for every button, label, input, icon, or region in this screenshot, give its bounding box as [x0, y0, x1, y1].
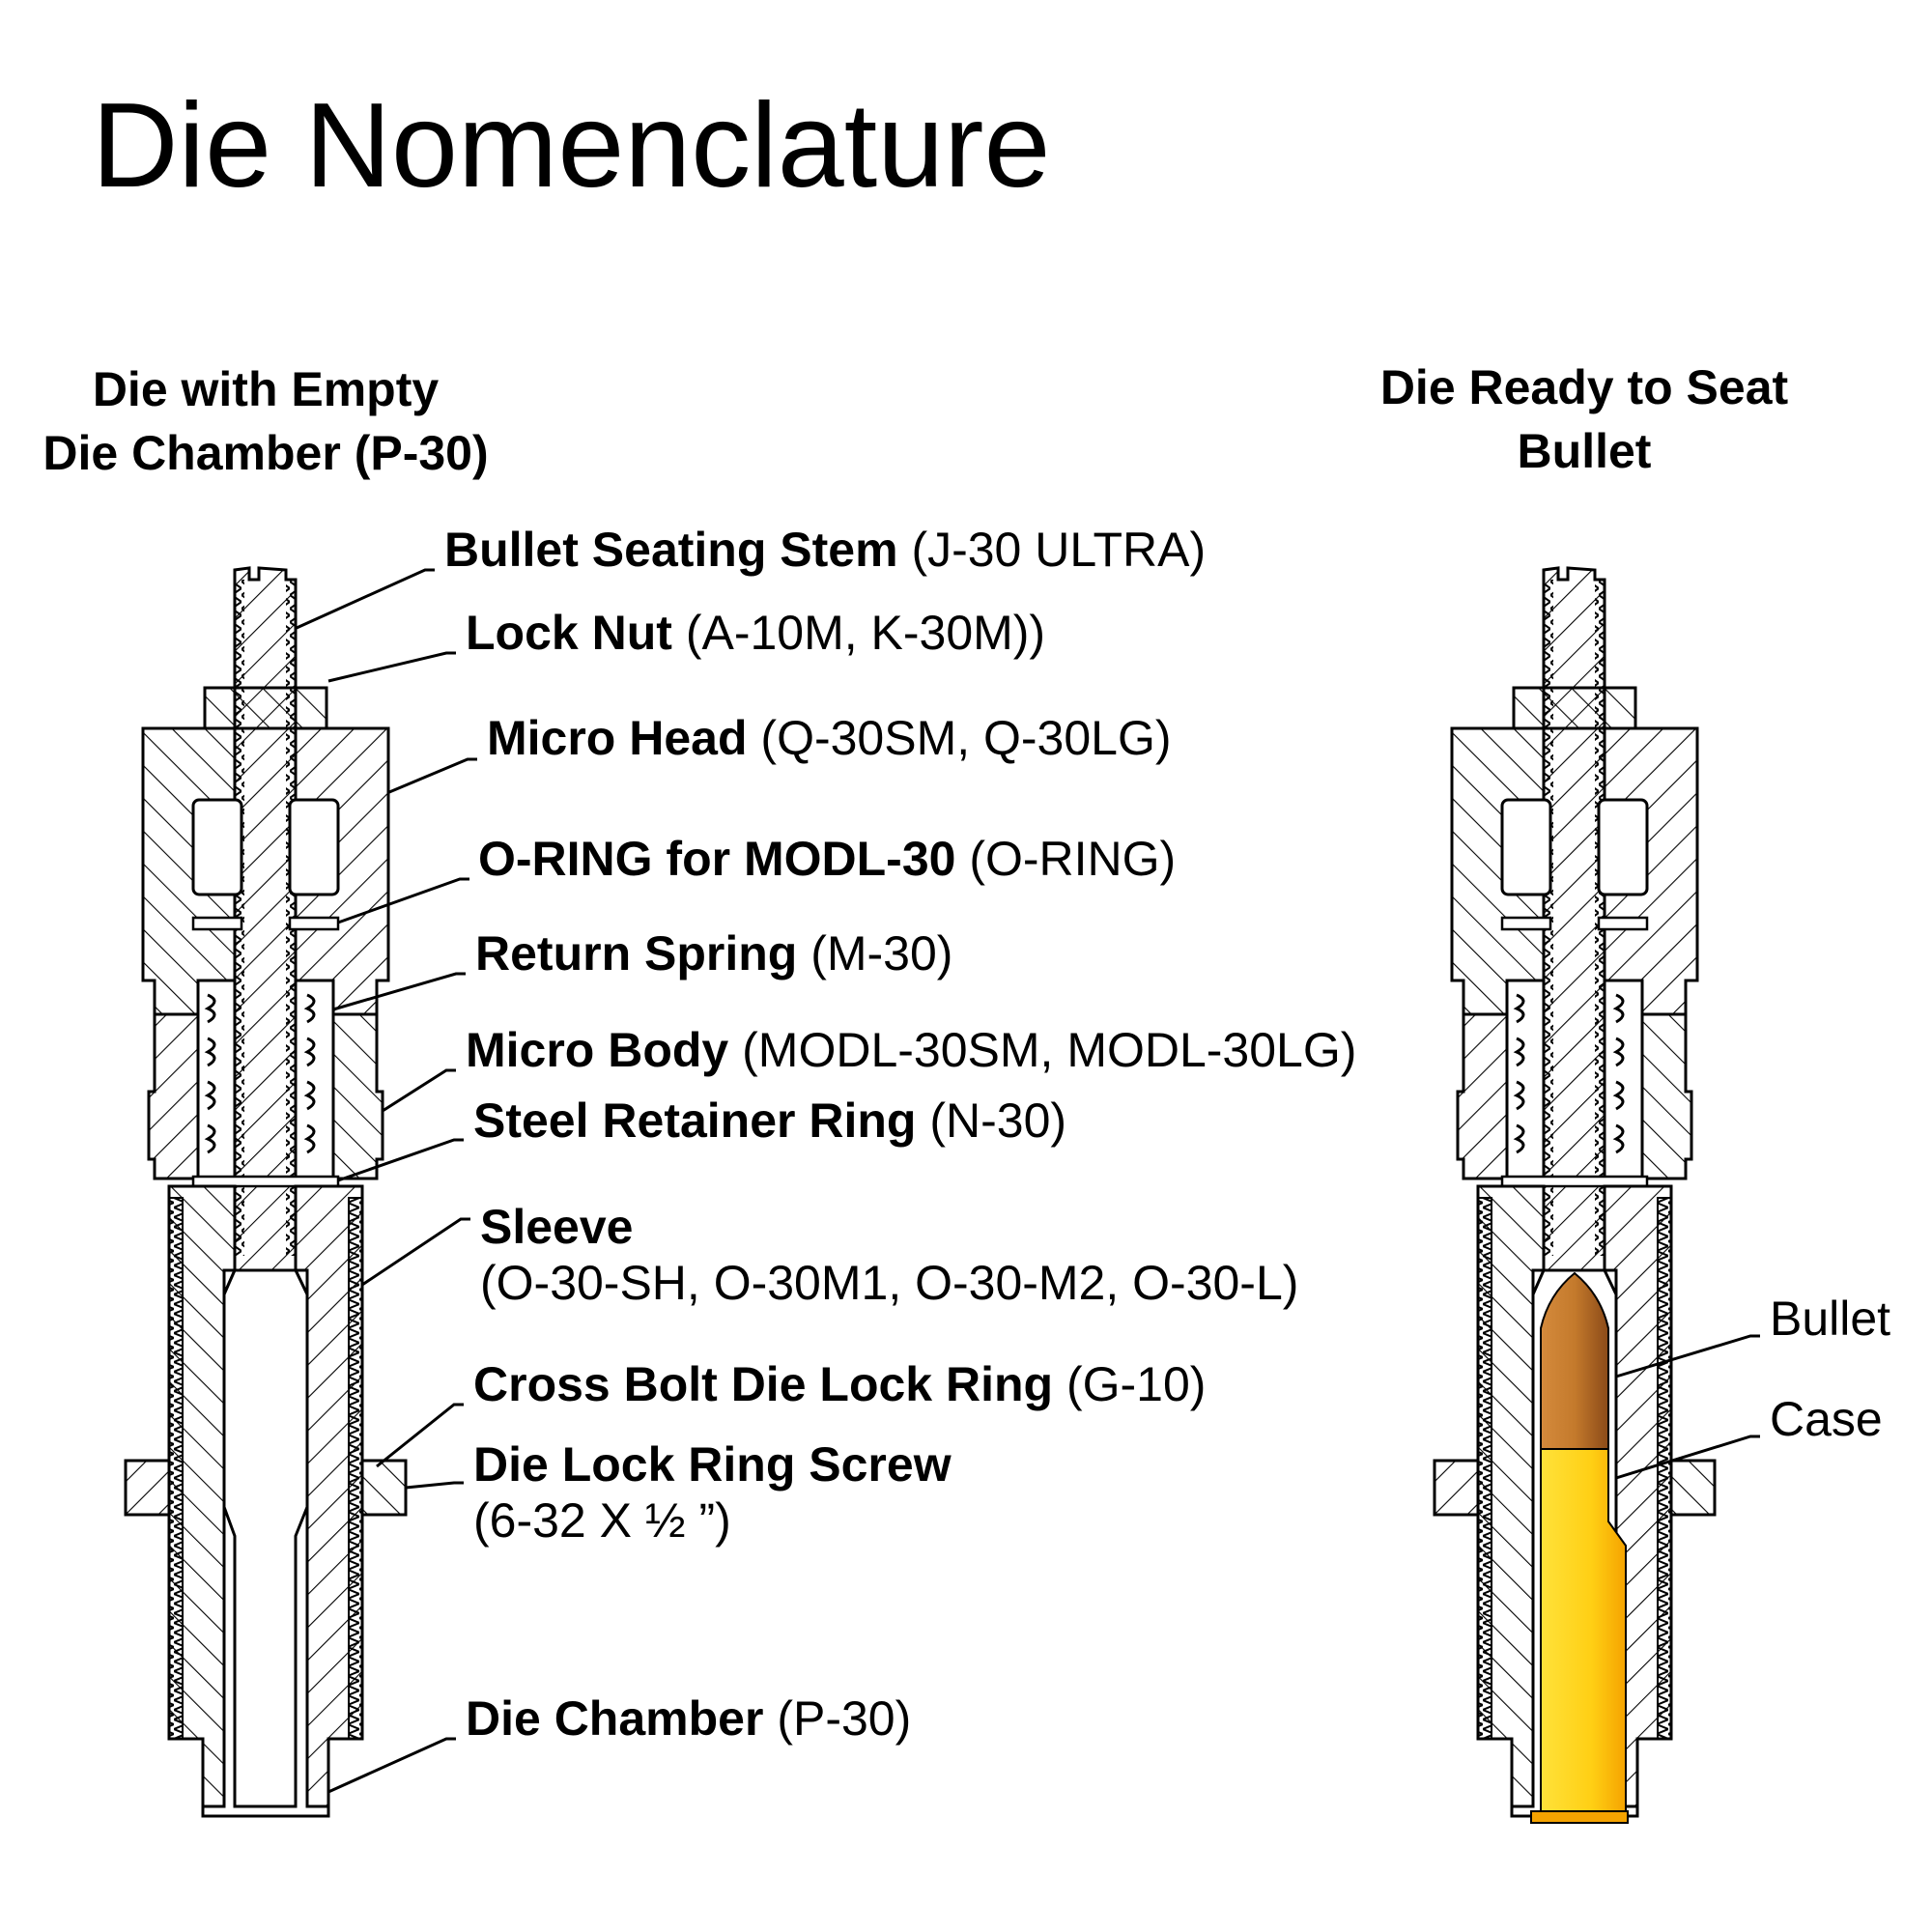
callout-part: (6-32 X ½ ”) — [473, 1493, 731, 1548]
right-diagram-heading: Die Ready to Seat Bullet — [1343, 355, 1826, 483]
callout-name: Cross Bolt Die Lock Ring — [473, 1357, 1054, 1411]
bullet-shape — [1540, 1271, 1609, 1450]
callout-name: Lock Nut — [466, 606, 672, 660]
callout-die-chamber: Die Chamber (P-30) — [466, 1690, 911, 1747]
callout-name: Steel Retainer Ring — [473, 1094, 917, 1148]
callout-part: (G-10) — [1065, 1357, 1207, 1411]
left-heading-line-2: Die Chamber (P-30) — [43, 426, 489, 480]
callout-name: Return Spring — [475, 926, 798, 980]
leader-lines — [296, 568, 1760, 1794]
callout-o-ring: O-RING for MODL-30 (O-RING) — [478, 831, 1176, 887]
callout-part: (A-10M, K-30M)) — [685, 606, 1046, 660]
case-shape — [1540, 1448, 1627, 1812]
callout-part: (O-30-SH, O-30M1, O-30-M2, O-30-L) — [480, 1256, 1299, 1310]
callout-bullet-seating-stem: Bullet Seating Stem (J-30 ULTRA) — [444, 522, 1206, 578]
callout-steel-retainer-ring: Steel Retainer Ring (N-30) — [473, 1093, 1066, 1149]
callout-name: Micro Body — [466, 1023, 729, 1077]
callout-part: (P-30) — [777, 1691, 912, 1746]
callout-sleeve: Sleeve (O-30-SH, O-30M1, O-30-M2, O-30-L… — [480, 1199, 1298, 1311]
callout-name: Bullet Seating Stem — [444, 523, 898, 577]
callout-name: Die Lock Ring Screw — [473, 1437, 952, 1492]
case-rim — [1530, 1810, 1629, 1824]
right-heading-line-2: Bullet — [1517, 424, 1652, 478]
callout-name: O-RING for MODL-30 — [478, 832, 956, 886]
callout-micro-head: Micro Head (Q-30SM, Q-30LG) — [487, 710, 1172, 766]
callout-part: (J-30 ULTRA) — [911, 523, 1207, 577]
page-title: Die Nomenclature — [92, 79, 1051, 213]
callout-name: Die Chamber — [466, 1691, 764, 1746]
callout-micro-body: Micro Body (MODL-30SM, MODL-30LG) — [466, 1022, 1356, 1078]
callout-name: Micro Head — [487, 711, 748, 765]
callout-return-spring: Return Spring (M-30) — [475, 925, 952, 981]
callout-part: (N-30) — [929, 1094, 1067, 1148]
right-die-drawing — [1433, 566, 1717, 1824]
callout-part: (O-RING) — [969, 832, 1177, 886]
left-die-drawing — [124, 566, 408, 1818]
callout-name: Sleeve — [480, 1200, 634, 1254]
callout-cross-bolt-die-lock-ring: Cross Bolt Die Lock Ring (G-10) — [473, 1356, 1206, 1412]
left-diagram-heading: Die with Empty Die Chamber (P-30) — [10, 357, 522, 485]
left-heading-line-1: Die with Empty — [92, 362, 440, 416]
callout-part: (Q-30SM, Q-30LG) — [760, 711, 1172, 765]
callout-part: (M-30) — [810, 926, 953, 980]
callout-lock-nut: Lock Nut (A-10M, K-30M)) — [466, 605, 1045, 661]
callout-die-lock-ring-screw: Die Lock Ring Screw (6-32 X ½ ”) — [473, 1436, 952, 1548]
label-bullet: Bullet — [1770, 1292, 1891, 1346]
callout-part: (MODL-30SM, MODL-30LG) — [742, 1023, 1357, 1077]
right-heading-line-1: Die Ready to Seat — [1379, 360, 1789, 414]
label-case: Case — [1770, 1392, 1883, 1446]
